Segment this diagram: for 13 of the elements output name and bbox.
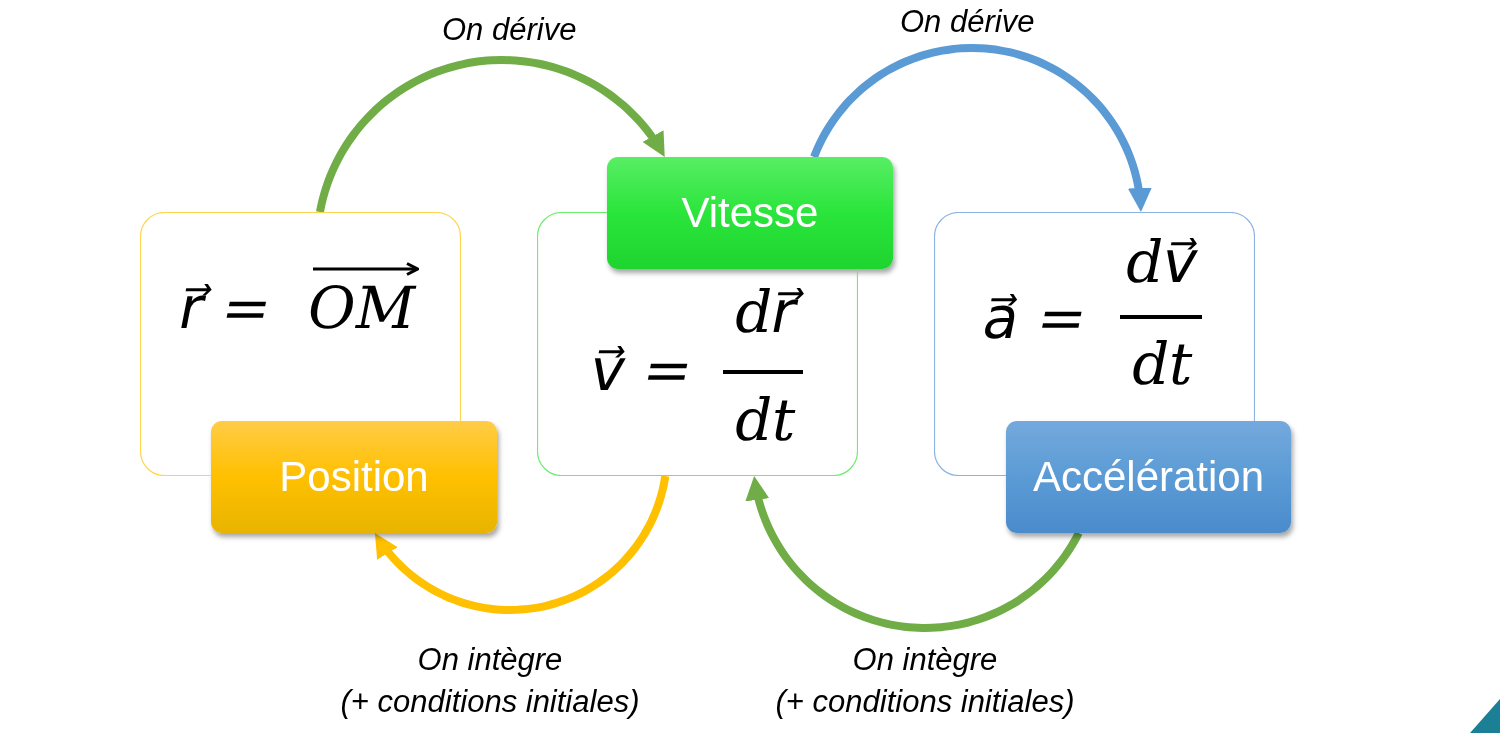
equation-left-side: r⃗ = (174, 279, 277, 337)
fraction-denominator: dt (729, 391, 802, 449)
fraction-denominator: dt (1126, 335, 1199, 393)
equation-left-side: v⃗ = (585, 341, 698, 399)
curved-arrow (810, 44, 1152, 213)
curved-arrow (745, 475, 1083, 632)
title-tab: Vitesse (607, 157, 893, 269)
title-tab: Position (211, 421, 497, 533)
title-tab: Accélération (1006, 421, 1291, 533)
fraction-numerator: dr⃗ (728, 283, 802, 341)
fraction-numerator: dv⃗ (1119, 233, 1203, 291)
vector-expression: OM (302, 279, 421, 337)
equation-left-side: a⃗ = (978, 289, 1093, 347)
